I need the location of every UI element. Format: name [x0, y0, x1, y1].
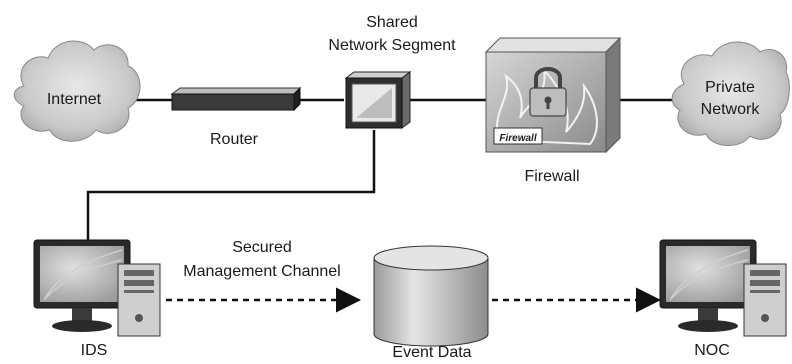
firewall-icon	[484, 36, 622, 154]
ids-workstation-icon	[33, 239, 161, 337]
router-icon	[170, 86, 302, 112]
segment-label-line2: Network Segment	[328, 37, 456, 54]
segment-label-line1: Shared	[366, 14, 418, 31]
noc-workstation-icon	[659, 239, 787, 337]
event-data-label: Event Data	[392, 344, 471, 359]
link-segment-ids	[86, 130, 376, 240]
private-network-cloud-icon	[671, 41, 790, 146]
noc-label: NOC	[694, 342, 730, 359]
channel-label-line1: Secured	[232, 239, 292, 256]
firewall-label: Firewall	[524, 168, 579, 185]
channel-label-line2: Management Channel	[183, 263, 340, 280]
internet-label: Internet	[47, 91, 102, 108]
hub-icon	[344, 71, 412, 129]
internet-cloud-icon	[13, 40, 141, 142]
private-network-label-line1: Private	[705, 79, 755, 96]
database-icon	[373, 245, 489, 347]
private-network-label-line2: Network	[701, 101, 761, 118]
firewall-badge-label: Firewall	[499, 133, 536, 144]
router-label: Router	[210, 131, 259, 148]
ids-label: IDS	[81, 342, 108, 359]
